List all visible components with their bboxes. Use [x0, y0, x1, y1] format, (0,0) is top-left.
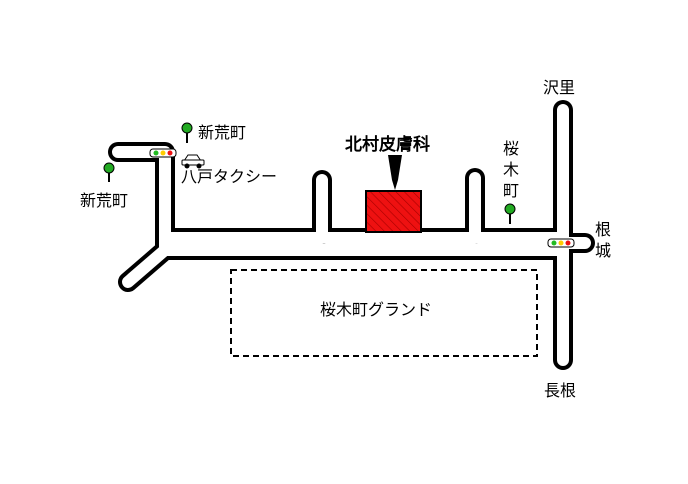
traffic-signal-icon — [547, 238, 575, 248]
tree-icon — [181, 122, 193, 143]
tree-icon — [103, 162, 115, 182]
tree-icon — [504, 203, 516, 224]
nagane-label: 長根 — [544, 381, 577, 400]
taxi-car-icon — [181, 154, 205, 169]
sakuragicho-vertical-label: 桜木町 — [502, 139, 519, 200]
shinkoucho-left-label: 新荒町 — [80, 191, 129, 210]
shinkoucho-upper-label: 新荒町 — [198, 123, 247, 142]
sawasato-label: 沢里 — [543, 78, 576, 97]
traffic-signal-icon — [149, 148, 177, 158]
clinic-name-label: 北村皮膚科 — [345, 135, 430, 155]
nejo-vertical-label: 根城 — [594, 220, 611, 260]
road-network — [108, 100, 595, 370]
taxi-company-label: 八戸タクシー — [181, 167, 278, 186]
clinic-building — [365, 190, 422, 233]
ground-name-label: 桜木町グランド — [320, 300, 433, 319]
clinic-pointer-arrow — [388, 155, 402, 190]
ground-boundary — [230, 269, 538, 357]
